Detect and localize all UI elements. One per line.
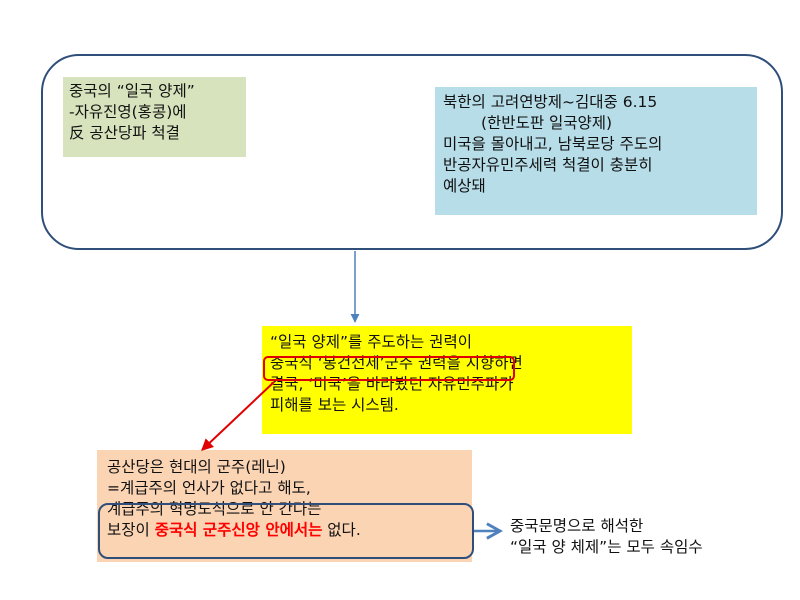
orange-line-1: 공산당은 현대의 군주(레닌) bbox=[107, 458, 286, 476]
blue-line-1: 북한의 고려연방제~김대중 6.15 bbox=[443, 93, 658, 111]
conclusion-line-2: “일국 양 체제”는 모두 속임수 bbox=[510, 538, 703, 556]
top-frame bbox=[41, 54, 783, 250]
blue-line-3: 미국을 몰아내고, 남북로당 주도의 bbox=[443, 135, 663, 153]
conclusion-text: 중국문명으로 해석한 “일국 양 체제”는 모두 속임수 bbox=[510, 516, 703, 558]
highlight-to-orange-arrow bbox=[201, 381, 275, 451]
blue-line-5: 예상돼 bbox=[443, 177, 486, 195]
orange-line-2: =계급주의 언사가 없다고 해도, bbox=[107, 479, 311, 497]
guarantee-highlight bbox=[98, 503, 474, 559]
yellow-line-4: 피해를 보는 시스템. bbox=[270, 396, 399, 414]
chinese-monarchy-faith-emphasis: 중국식 군주신앙 안에서는 bbox=[154, 521, 323, 539]
green-line-2: -자유진영(홍콩)에 bbox=[69, 103, 187, 121]
feudal-monarchy-highlight bbox=[263, 356, 515, 381]
green-line-3: 反 공산당파 척결 bbox=[69, 124, 180, 142]
orange-line-4-start: 보장이 bbox=[107, 521, 155, 539]
blue-line-2: (한반도판 일국양제) bbox=[481, 114, 613, 132]
north-korea-federation-box: 북한의 고려연방제~김대중 6.15 (한반도판 일국양제) 미국을 몰아내고,… bbox=[435, 87, 757, 215]
blue-line-4: 반공자유민주세력 척결이 충분히 bbox=[443, 156, 653, 174]
conclusion-line-1: 중국문명으로 해석한 bbox=[510, 517, 644, 535]
china-one-country-two-systems-box: 중국의 “일국 양제” -자유진영(홍콩)에 反 공산당파 척결 bbox=[63, 77, 246, 157]
green-line-1: 중국의 “일국 양제” bbox=[69, 82, 195, 100]
yellow-line-1: “일국 양제”를 주도하는 권력이 bbox=[270, 333, 472, 351]
orange-line-4-end: 없다. bbox=[322, 521, 361, 539]
orange-line-4: 보장이 중국식 군주신앙 안에서는 없다. bbox=[107, 520, 462, 541]
yellow-line-2: 중국식 ‘봉건전제’군주 권력을 지향하면 bbox=[270, 354, 523, 372]
